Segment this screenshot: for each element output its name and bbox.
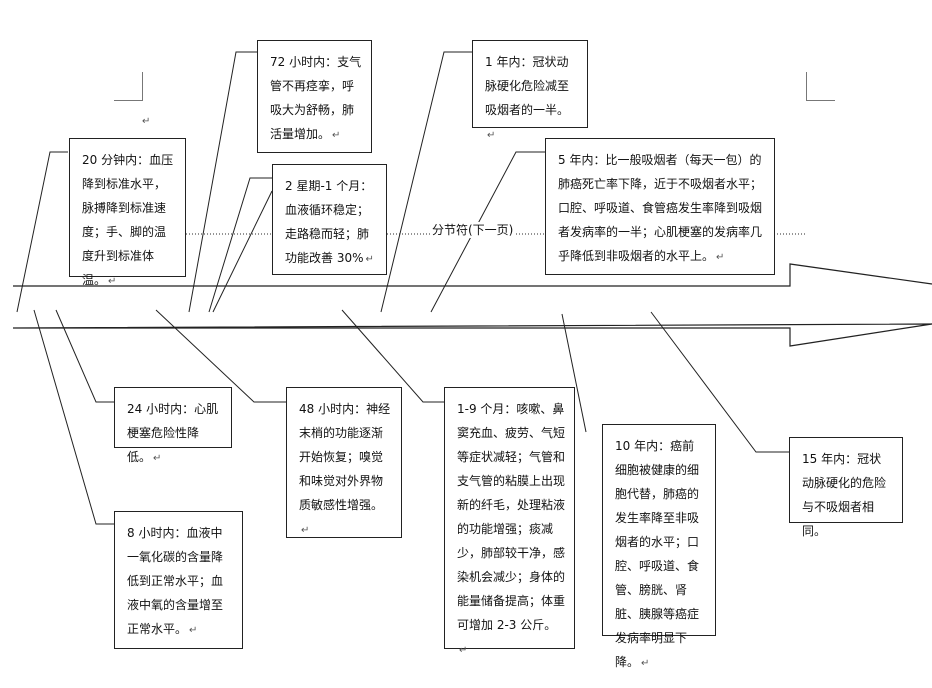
timeline-box-48h-text: 48 小时内：神经末梢的功能逐渐开始恢复；嗅觉和味觉对外界物质敏感性增强。 bbox=[299, 402, 391, 512]
timeline-box-5yr-text: 5 年内：比一般吸烟者（每天一包）的肺癌死亡率下降，近于不吸烟者水平；口腔、呼吸… bbox=[558, 153, 763, 263]
paragraph-mark: ↵ bbox=[716, 252, 725, 263]
connector-48h bbox=[155, 309, 286, 403]
connector-15yr bbox=[650, 311, 789, 453]
timeline-box-2wk: 2 星期-1 个月：血液循环稳定；走路稳而轻；肺功能改善 30%↵ bbox=[272, 164, 387, 275]
timeline-box-24h-text: 24 小时内：心肌梗塞危险性降低。 bbox=[127, 402, 219, 464]
connector-8h bbox=[33, 309, 114, 525]
paragraph-mark: ↵ bbox=[153, 453, 162, 464]
timeline-box-1-9m: 1-9 个月：咳嗽、鼻窦充血、疲劳、气短等症状减轻；气管和支气管的粘膜上出现新的… bbox=[444, 387, 575, 656]
connector-2wk-b bbox=[212, 190, 273, 313]
connector-72h bbox=[188, 51, 257, 313]
timeline-box-72h-text: 72 小时内：支气管不再痉挛，呼吸大为舒畅，肺活量增加。 bbox=[270, 55, 362, 141]
paragraph-mark: ↵ bbox=[459, 645, 468, 656]
timeline-box-48h: 48 小时内：神经末梢的功能逐渐开始恢复；嗅觉和味觉对外界物质敏感性增强。 ↵ bbox=[286, 387, 402, 538]
timeline-box-1-9m-text: 1-9 个月：咳嗽、鼻窦充血、疲劳、气短等症状减轻；气管和支气管的粘膜上出现新的… bbox=[457, 402, 566, 632]
timeline-box-5yr: 5 年内：比一般吸烟者（每天一包）的肺癌死亡率下降，近于不吸烟者水平；口腔、呼吸… bbox=[545, 138, 775, 275]
paragraph-mark: ↵ bbox=[365, 254, 374, 265]
timeline-box-20min: 20 分钟内：血压降到标准水平，脉搏降到标准速度；手、脚的温度升到标准体温。↵ bbox=[69, 138, 186, 287]
timeline-box-10yr-text: 10 年内：癌前细胞被健康的细胞代替，肺癌的发生率降至非吸烟者的水平；口腔、呼吸… bbox=[615, 439, 700, 669]
timeline-box-2wk-text: 2 星期-1 个月：血液循环稳定；走路稳而轻；肺功能改善 30% bbox=[285, 179, 373, 265]
timeline-box-8h-text: 8 小时内：血液中一氧化碳的含量降低到正常水平；血液中氧的含量增至正常水平。 bbox=[127, 526, 224, 636]
paragraph-mark: ↵ bbox=[301, 525, 310, 536]
connector-5yr bbox=[430, 151, 545, 313]
timeline-box-15yr: 15 年内：冠状动脉硬化的危险与不吸烟者相同。 bbox=[789, 437, 903, 538]
connector-2wk-a bbox=[208, 177, 272, 313]
timeline-box-20min-text: 20 分钟内：血压降到标准水平，脉搏降到标准速度；手、脚的温度升到标准体温。 bbox=[82, 153, 174, 287]
connector-1-9m bbox=[341, 309, 444, 403]
section-break-label: 分节符(下一页) bbox=[430, 222, 516, 238]
connector-24h bbox=[55, 309, 114, 403]
paragraph-mark: ↵ bbox=[108, 276, 117, 287]
page-corner-mark-left bbox=[114, 72, 143, 101]
connector-10yr bbox=[561, 313, 587, 433]
paragraph-mark: ↵ bbox=[142, 116, 151, 127]
timeline-box-10yr: 10 年内：癌前细胞被健康的细胞代替，肺癌的发生率降至非吸烟者的水平；口腔、呼吸… bbox=[602, 424, 716, 669]
paragraph-mark: ↵ bbox=[487, 130, 496, 141]
page-corner-mark-right bbox=[806, 72, 835, 101]
connector-20min bbox=[16, 151, 68, 313]
timeline-arrow bbox=[12, 263, 932, 347]
paragraph-mark: ↵ bbox=[332, 130, 341, 141]
timeline-box-1yr: 1 年内：冠状动脉硬化危险减至吸烟者的一半。 ↵ bbox=[472, 40, 588, 141]
connector-1yr bbox=[380, 51, 472, 313]
timeline-box-8h: 8 小时内：血液中一氧化碳的含量降低到正常水平；血液中氧的含量增至正常水平。↵ bbox=[114, 511, 243, 649]
timeline-box-15yr-text: 15 年内：冠状动脉硬化的危险与不吸烟者相同。 bbox=[802, 452, 887, 538]
timeline-box-24h: 24 小时内：心肌梗塞危险性降低。↵ bbox=[114, 387, 232, 464]
timeline-box-1yr-text: 1 年内：冠状动脉硬化危险减至吸烟者的一半。 bbox=[485, 55, 570, 117]
paragraph-mark: ↵ bbox=[641, 658, 650, 669]
timeline-box-72h: 72 小时内：支气管不再痉挛，呼吸大为舒畅，肺活量增加。↵ bbox=[257, 40, 372, 153]
paragraph-mark: ↵ bbox=[189, 625, 198, 636]
